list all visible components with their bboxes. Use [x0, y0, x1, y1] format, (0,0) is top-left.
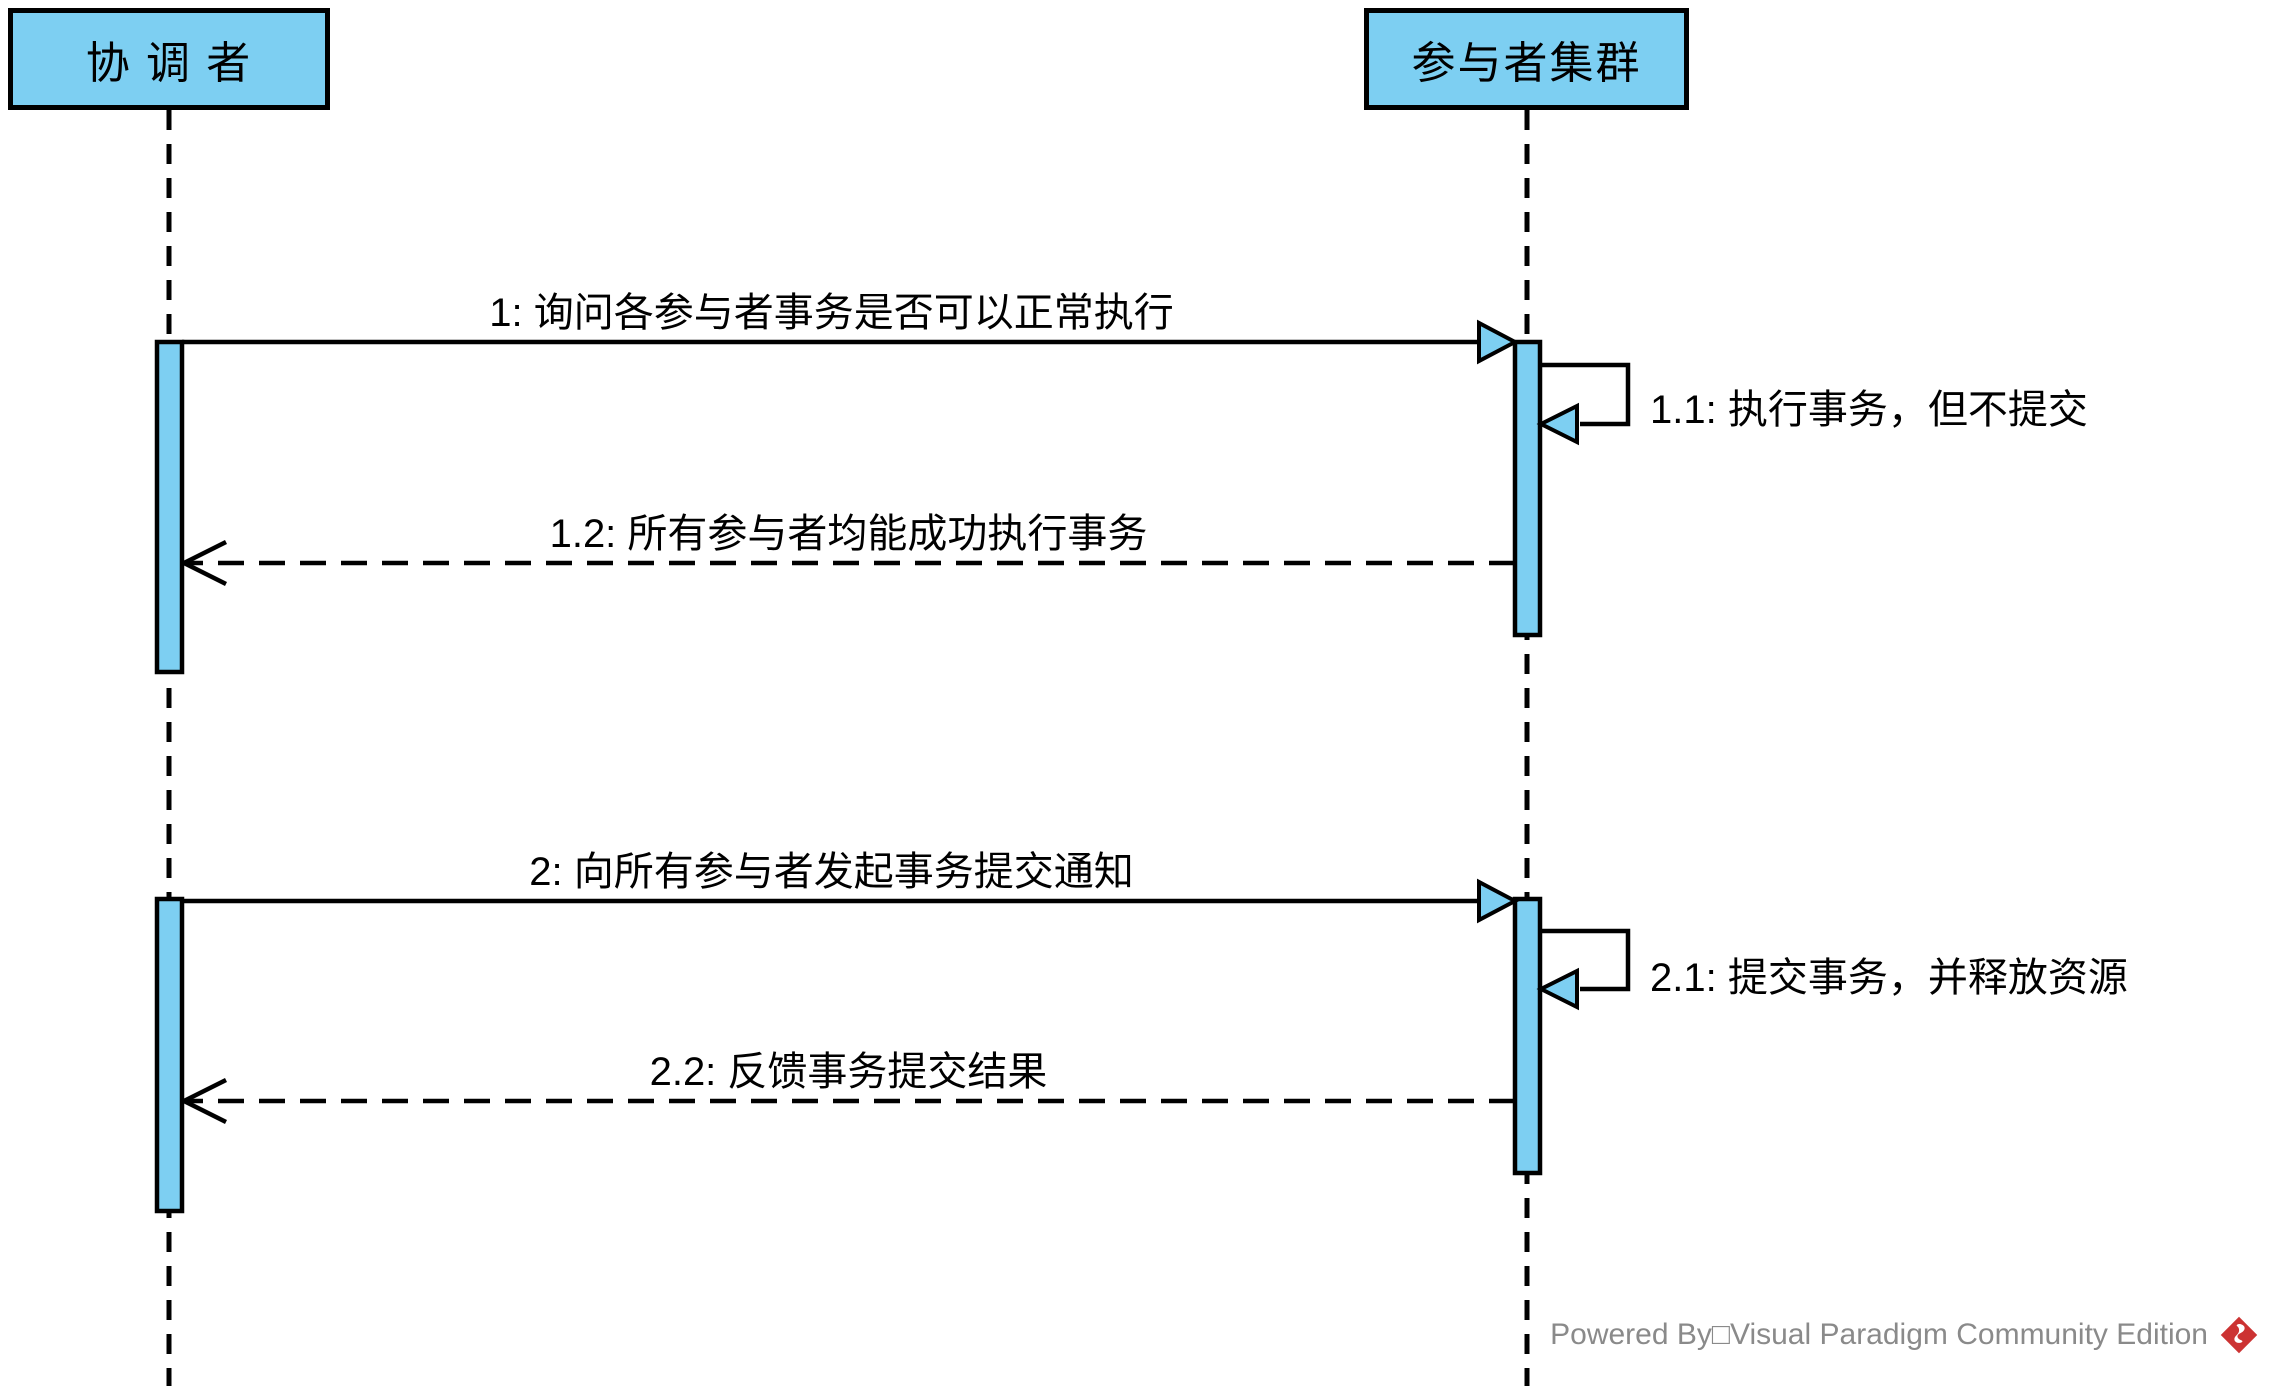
visual-paradigm-logo-icon: [2220, 1316, 2258, 1354]
self-arrowhead-icon: [1536, 967, 1579, 1011]
message-2-2-return-arrow: [182, 1077, 1515, 1125]
activation-bar-coordinator-2: [154, 896, 185, 1214]
message-2-1-self-arrow: [1536, 928, 1631, 1011]
message-2-2-label: 2.2: 反馈事务提交结果: [649, 1050, 1048, 1094]
message-1-1-label: 1.1: 执行事务，但不提交: [1650, 388, 2088, 432]
message-1-arrow: [182, 319, 1520, 365]
message-2-label: 2: 向所有参与者发起事务提交通知: [529, 850, 1134, 894]
watermark-text: Powered By□Visual Paradigm Community Edi…: [1550, 1318, 2208, 1351]
message-1-2-return-arrow: [182, 539, 1515, 587]
watermark: Powered By□Visual Paradigm Community Edi…: [1550, 1312, 2258, 1358]
open-arrowhead-icon: [182, 1077, 228, 1125]
activation-bar-coordinator-1: [154, 339, 185, 675]
open-arrowhead-icon: [182, 539, 228, 587]
activation-bar-participants-2: [1512, 896, 1543, 1176]
activation-bar-participants-1: [1512, 339, 1543, 638]
sync-arrowhead-icon: [1477, 319, 1520, 365]
message-2-arrow: [182, 878, 1520, 924]
lifeline-coordinator-label: 协 调 者: [85, 39, 253, 88]
lifeline-head-coordinator: 协 调 者: [8, 8, 330, 110]
message-1-1-self-arrow: [1536, 362, 1631, 446]
lifeline-head-participants: 参与者集群: [1364, 8, 1689, 110]
message-1-label: 1: 询问各参与者事务是否可以正常执行: [489, 291, 1174, 335]
sync-arrowhead-icon: [1477, 878, 1520, 924]
message-1-2-label: 1.2: 所有参与者均能成功执行事务: [549, 512, 1148, 556]
lifeline-participants-label: 参与者集群: [1411, 39, 1642, 88]
self-arrowhead-icon: [1536, 402, 1579, 446]
message-2-1-label: 2.1: 提交事务，并释放资源: [1650, 956, 2128, 1000]
